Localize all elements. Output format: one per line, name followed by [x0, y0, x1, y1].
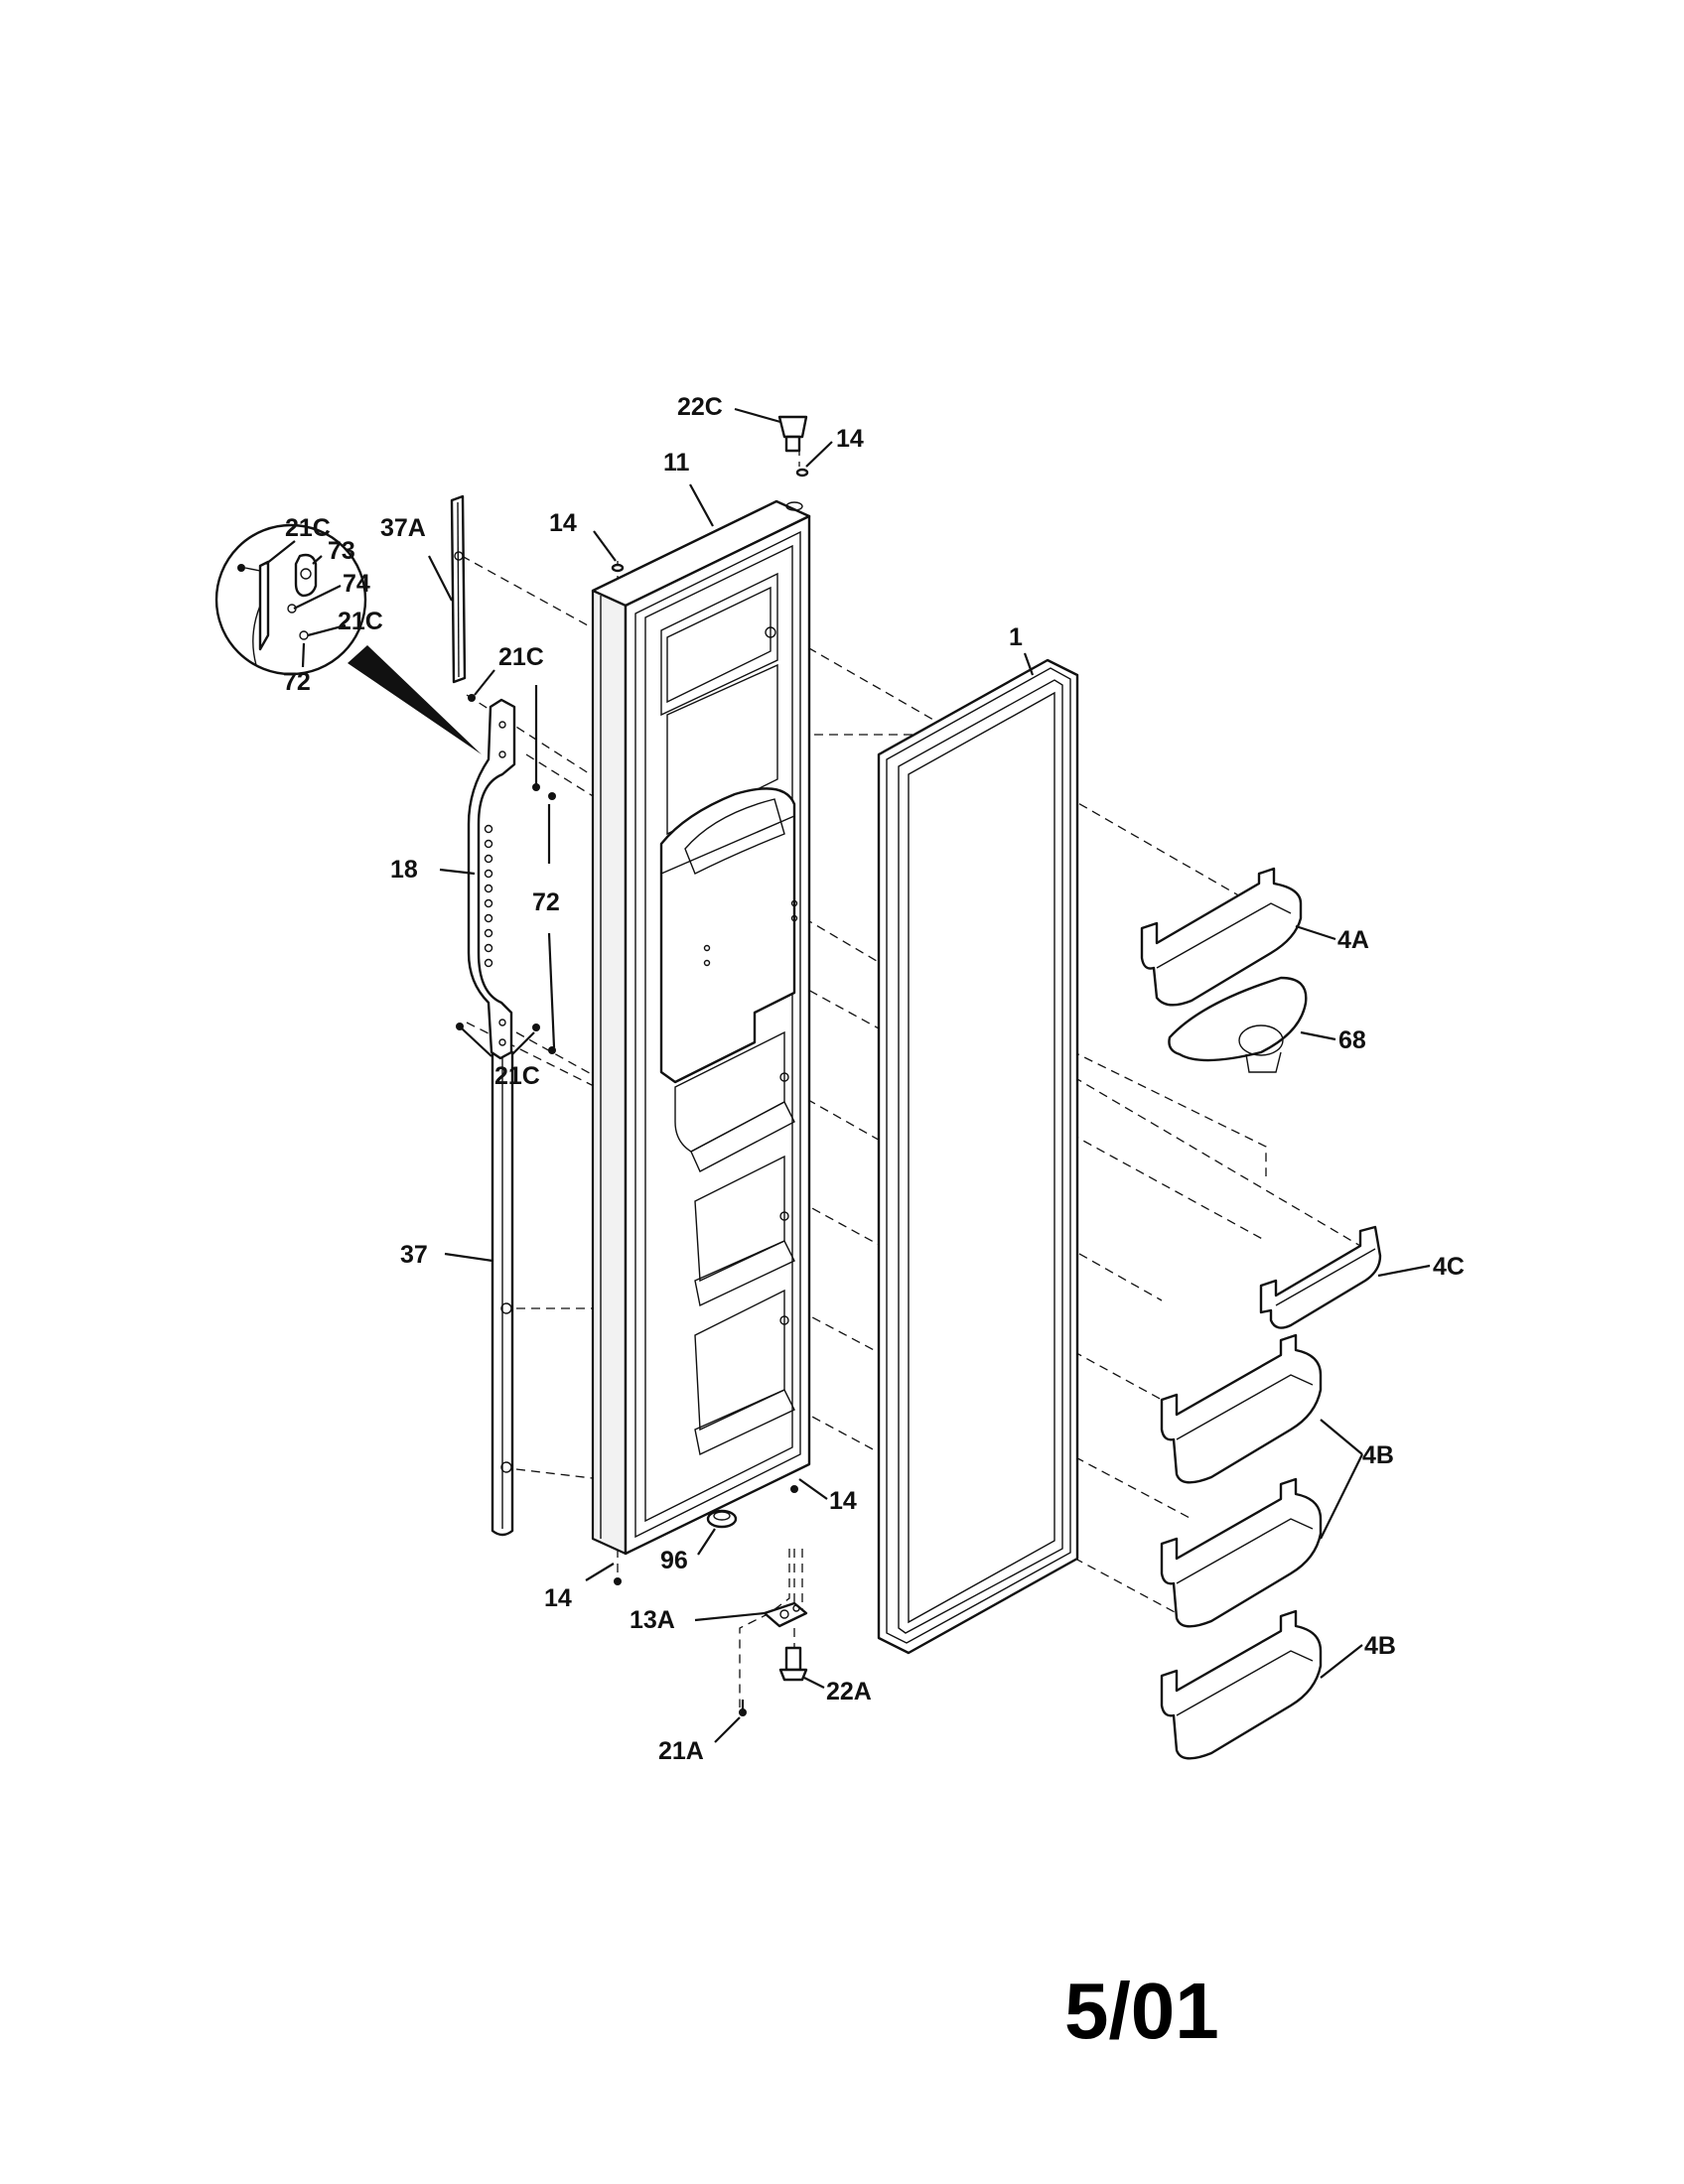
label-21A: 21A — [658, 1737, 704, 1765]
label-13A: 13A — [630, 1606, 675, 1634]
part-4B-bin-a — [1160, 1333, 1323, 1484]
label-21C-inset-b: 21C — [338, 608, 383, 635]
inset-detail — [214, 523, 367, 676]
label-14-bottom: 14 — [544, 1584, 572, 1612]
part-13A-bracket — [763, 1601, 808, 1628]
label-18: 18 — [390, 856, 418, 884]
leader-lines — [265, 407, 1431, 1743]
part-22C-hinge — [777, 415, 808, 453]
part-4A-bin — [1140, 867, 1303, 1007]
label-21C-inset-a: 21C — [285, 514, 331, 542]
label-4B-a: 4B — [1362, 1441, 1394, 1469]
part-1-gasket — [877, 658, 1079, 1655]
part-4B-bin-c — [1160, 1609, 1323, 1760]
label-1: 1 — [1009, 623, 1023, 651]
label-4B-b: 4B — [1364, 1632, 1396, 1660]
part-37A-trim — [450, 494, 467, 684]
part-18-handle — [467, 698, 516, 1060]
label-21C-lower: 21C — [494, 1062, 540, 1090]
label-22C: 22C — [677, 393, 723, 421]
label-21C-upper: 21C — [498, 643, 544, 671]
date-code: 5/01 — [1064, 1967, 1219, 2055]
part-68-cup — [1168, 976, 1308, 1073]
label-14-top: 14 — [836, 425, 864, 453]
label-14-upper: 14 — [549, 509, 577, 537]
part-21A-screw — [739, 1700, 747, 1716]
label-22A: 22A — [826, 1678, 872, 1706]
label-11: 11 — [663, 449, 690, 477]
label-14-right: 14 — [829, 1487, 857, 1515]
label-72: 72 — [532, 888, 560, 916]
label-4C: 4C — [1433, 1253, 1465, 1281]
part-11-door — [591, 499, 811, 1556]
washers-14 — [611, 468, 809, 1585]
inset-pointer — [348, 645, 482, 754]
part-4B-bin-b — [1160, 1477, 1323, 1628]
part-4C-bin — [1259, 1225, 1382, 1329]
label-37: 37 — [400, 1241, 428, 1269]
part-37-trim — [491, 1046, 514, 1537]
part-22A-pin — [778, 1646, 808, 1682]
part-96-cap — [706, 1509, 738, 1529]
part-labels: 22C 14 11 14 37A 21C 73 74 21C 72 21C 1 … — [283, 393, 1465, 1765]
label-68: 68 — [1338, 1026, 1366, 1054]
label-96: 96 — [660, 1547, 688, 1574]
label-73: 73 — [328, 537, 355, 565]
label-4A: 4A — [1337, 926, 1369, 954]
label-72-inset: 72 — [283, 668, 311, 696]
label-74: 74 — [343, 570, 370, 598]
label-37A: 37A — [380, 514, 426, 542]
